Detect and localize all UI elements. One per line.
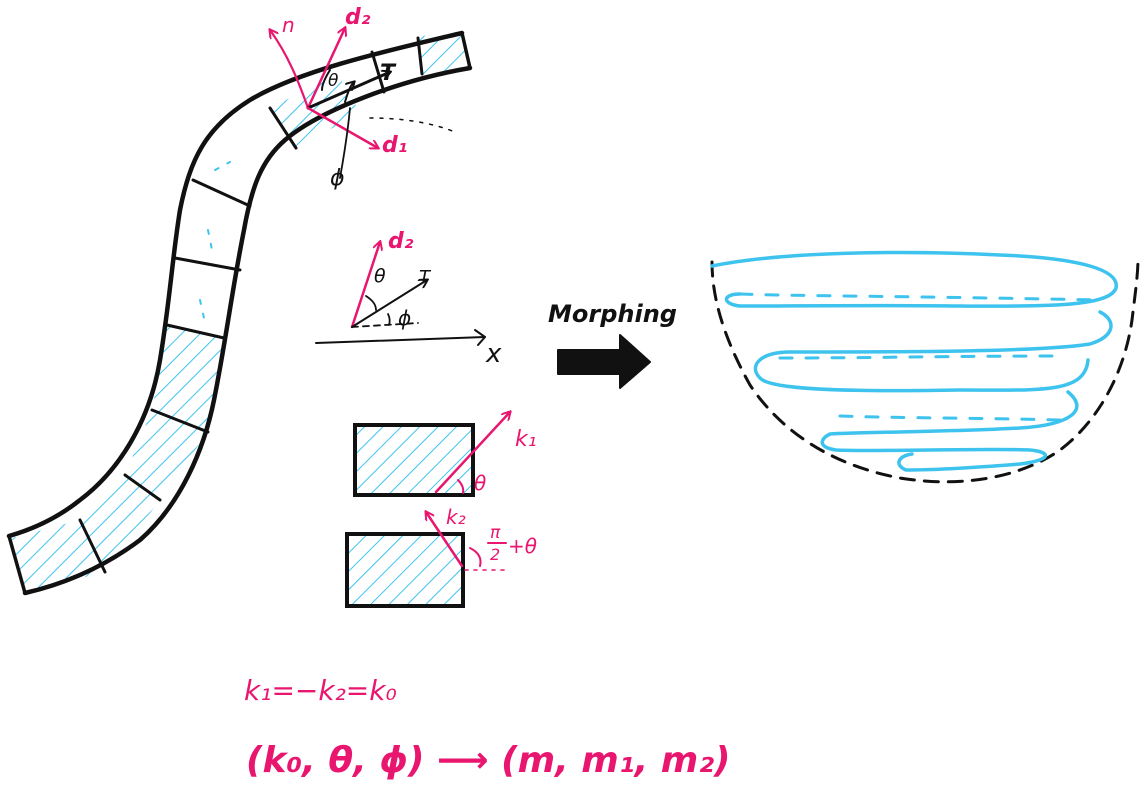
rect-bottom <box>345 532 465 608</box>
strip-dash-marks <box>199 161 231 319</box>
strip-divider <box>78 518 107 574</box>
strip-segment-hatched-top <box>418 34 470 75</box>
strip-end-cap-bottom <box>7 534 27 595</box>
k1-arrow <box>434 412 510 494</box>
frame-label-phi: ϕ <box>398 306 411 330</box>
phi-leader <box>339 107 351 179</box>
curvature-panels: k₁ θ k₂ π 2 +θ <box>345 412 537 608</box>
strip-divider <box>150 408 210 434</box>
s-strip <box>6 30 473 596</box>
strip-edge-outer <box>6 30 465 539</box>
k2-arc <box>469 547 482 567</box>
x-axis <box>315 336 486 344</box>
frame-phi-arc <box>387 313 391 326</box>
label-plus-theta: +θ <box>508 534 537 558</box>
strip-segment-hatched-lower <box>125 410 208 500</box>
morph-label: Morphing <box>548 300 677 328</box>
theta-arc <box>321 69 331 91</box>
label-phi: ϕ <box>330 166 345 191</box>
frame-tangent-arrow <box>351 280 427 328</box>
d2-arrow <box>306 28 345 110</box>
tangent-dotted <box>369 117 456 133</box>
strip-divider <box>416 36 424 76</box>
strip-segment-hatched-mid <box>152 325 224 432</box>
label-k2: k₂ <box>446 505 466 529</box>
frame-label-d2: d₂ <box>388 229 414 254</box>
k2-arrow <box>426 512 464 568</box>
right-arrow-icon <box>557 334 651 389</box>
strip-end-cap-top <box>460 31 472 70</box>
d1-arrow <box>306 106 378 148</box>
phi-arc <box>344 82 354 103</box>
label-k1: k₁ <box>515 427 537 452</box>
label-d1: d₁ <box>382 133 407 158</box>
frame-label-theta: θ <box>374 265 386 287</box>
label-pi: π <box>490 523 501 543</box>
label-k1-theta: θ <box>474 471 486 495</box>
label-n: n <box>282 13 295 37</box>
label-theta: θ <box>328 71 339 91</box>
strip-divider <box>370 50 386 94</box>
helix-dashed-back <box>738 292 1102 422</box>
label-T: T <box>380 61 397 86</box>
curvature-relation: k₁=−k₂=k₀ <box>244 674 397 707</box>
label-d2: d₂ <box>345 5 371 30</box>
normal-arrow <box>270 30 310 110</box>
bowl-outline-left <box>710 256 1140 484</box>
strip-divider <box>123 473 162 502</box>
label-two: 2 <box>490 545 500 564</box>
strip-divider <box>165 323 226 340</box>
helix-coil <box>710 250 1118 472</box>
mapping-equation: (k₀, θ, ϕ) ⟶ (m, m₁, m₂) <box>246 740 731 781</box>
k1-theta-arc <box>457 479 465 494</box>
projected-frame: d₂ θ T ϕ x <box>315 229 502 369</box>
strip-edge-inner <box>22 65 473 596</box>
frame-d2-arrow <box>350 242 380 329</box>
rect-top <box>353 423 475 497</box>
strip-divider <box>268 106 298 150</box>
frame-label-T: T <box>419 267 432 288</box>
morph-block: Morphing <box>548 300 677 389</box>
strip-divider <box>173 256 242 272</box>
equations: k₁=−k₂=k₀ (k₀, θ, ϕ) ⟶ (m, m₁, m₂) <box>244 674 731 781</box>
bowl-shape <box>710 250 1140 484</box>
frame-theta-arc <box>365 295 377 311</box>
strip-local-frame: n d₂ θ T d₁ ϕ <box>270 5 456 191</box>
strip-segment-hatched-low2 <box>80 475 160 572</box>
frame-label-x: x <box>485 339 502 369</box>
x-axis-head <box>474 329 486 346</box>
strip-divider <box>191 178 252 208</box>
frame-dashed-line <box>351 322 419 328</box>
